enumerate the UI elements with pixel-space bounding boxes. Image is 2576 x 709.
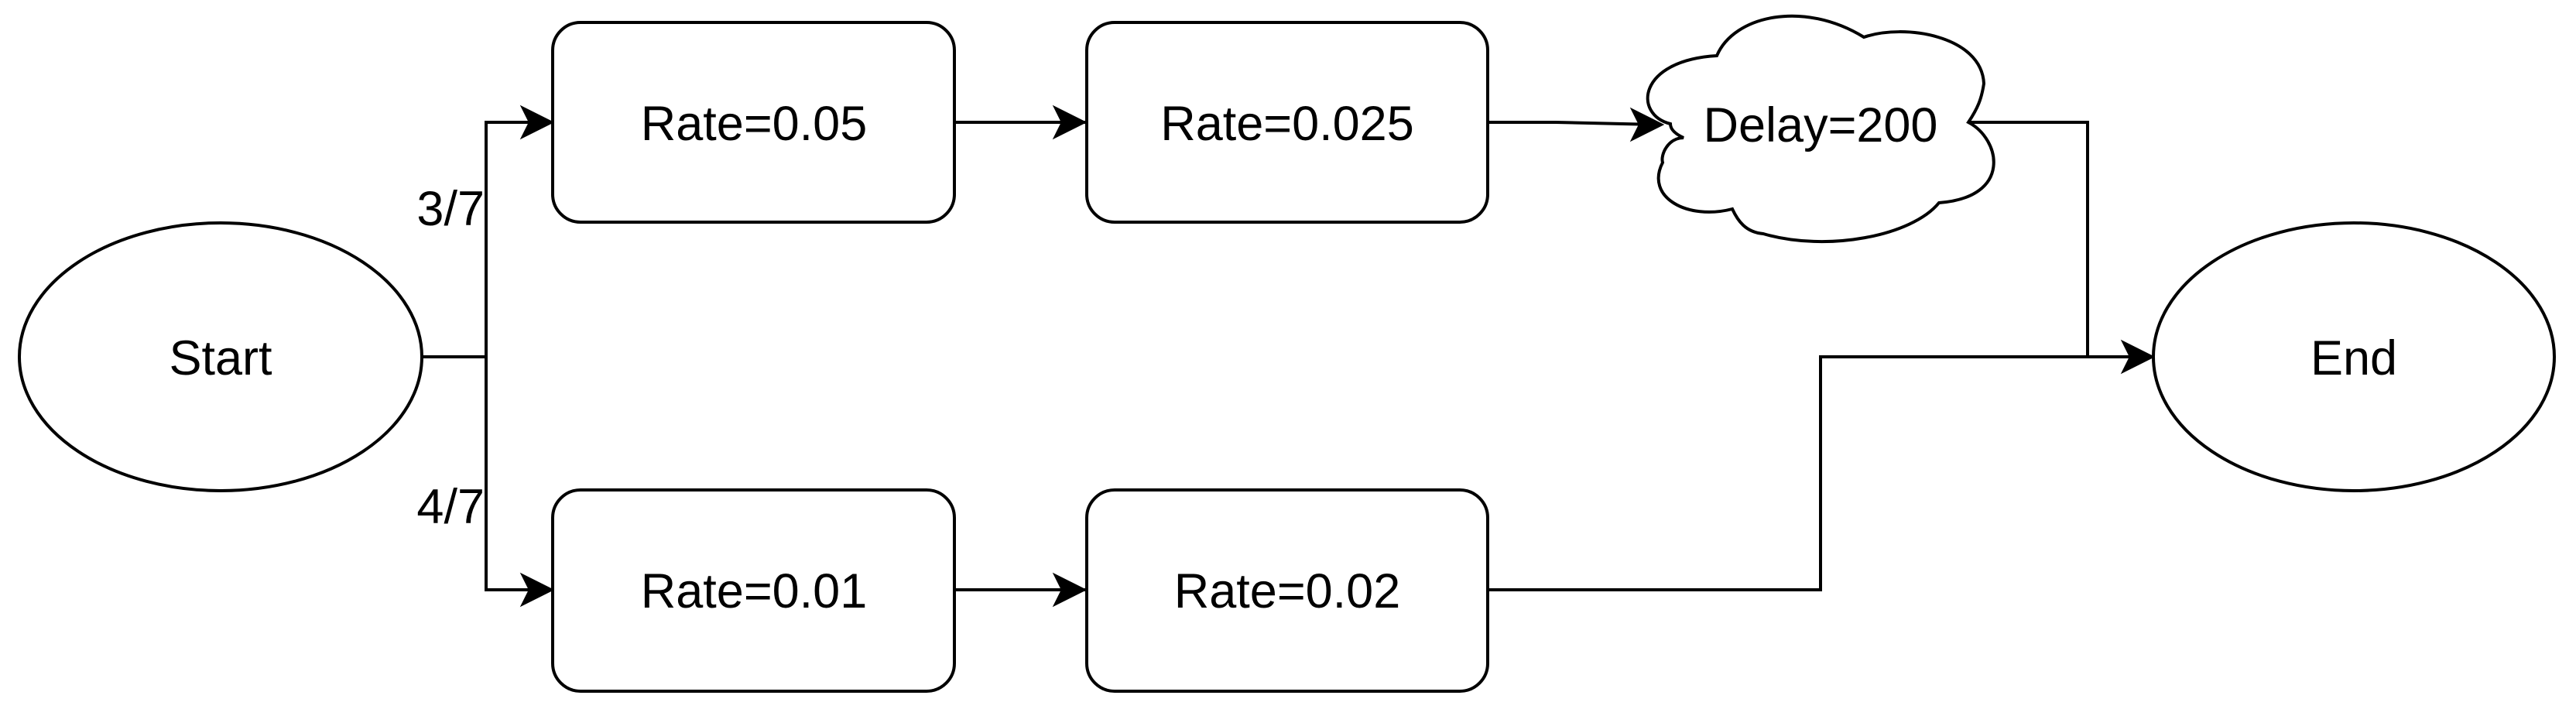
arrowhead (2120, 339, 2156, 375)
arrowhead (1629, 107, 1665, 142)
node-rate-0-02-label: Rate=0.02 (1174, 564, 1400, 618)
node-rate-0-025[interactable]: Rate=0.025 (1085, 21, 1489, 224)
edge-rate-0-02-to-end (1488, 355, 2146, 591)
node-rate-0-05[interactable]: Rate=0.05 (551, 21, 956, 224)
arrowhead (1052, 572, 1088, 608)
edge-start-to-rate-0-01 (485, 357, 553, 591)
edge-label-lower-branch: 4/7 (416, 480, 485, 534)
node-rate-0-01-label: Rate=0.01 (641, 564, 867, 618)
node-end-label: End (2311, 331, 2397, 385)
node-delay-200-label: Delay=200 (1704, 98, 1938, 152)
node-rate-0-05-label: Rate=0.05 (641, 97, 867, 151)
node-rate-0-01[interactable]: Rate=0.01 (551, 488, 956, 693)
edge-start-to-rate-0-05 (485, 121, 553, 357)
arrowhead (1052, 104, 1088, 140)
node-start[interactable]: Start (18, 221, 423, 492)
edge-rate-0-025-to-delay (1488, 121, 1657, 126)
edge-delay-to-end (1968, 121, 2089, 357)
arrowhead (519, 572, 555, 608)
node-start-label: Start (169, 331, 272, 385)
edge-label-upper-branch: 3/7 (416, 182, 485, 236)
edges (422, 104, 2156, 608)
node-rate-0-025-label: Rate=0.025 (1160, 97, 1414, 151)
node-end[interactable]: End (2152, 221, 2556, 492)
node-delay-200[interactable]: Delay=200 (1646, 14, 1995, 244)
arrowhead (519, 104, 555, 140)
node-rate-0-02[interactable]: Rate=0.02 (1085, 488, 1489, 693)
